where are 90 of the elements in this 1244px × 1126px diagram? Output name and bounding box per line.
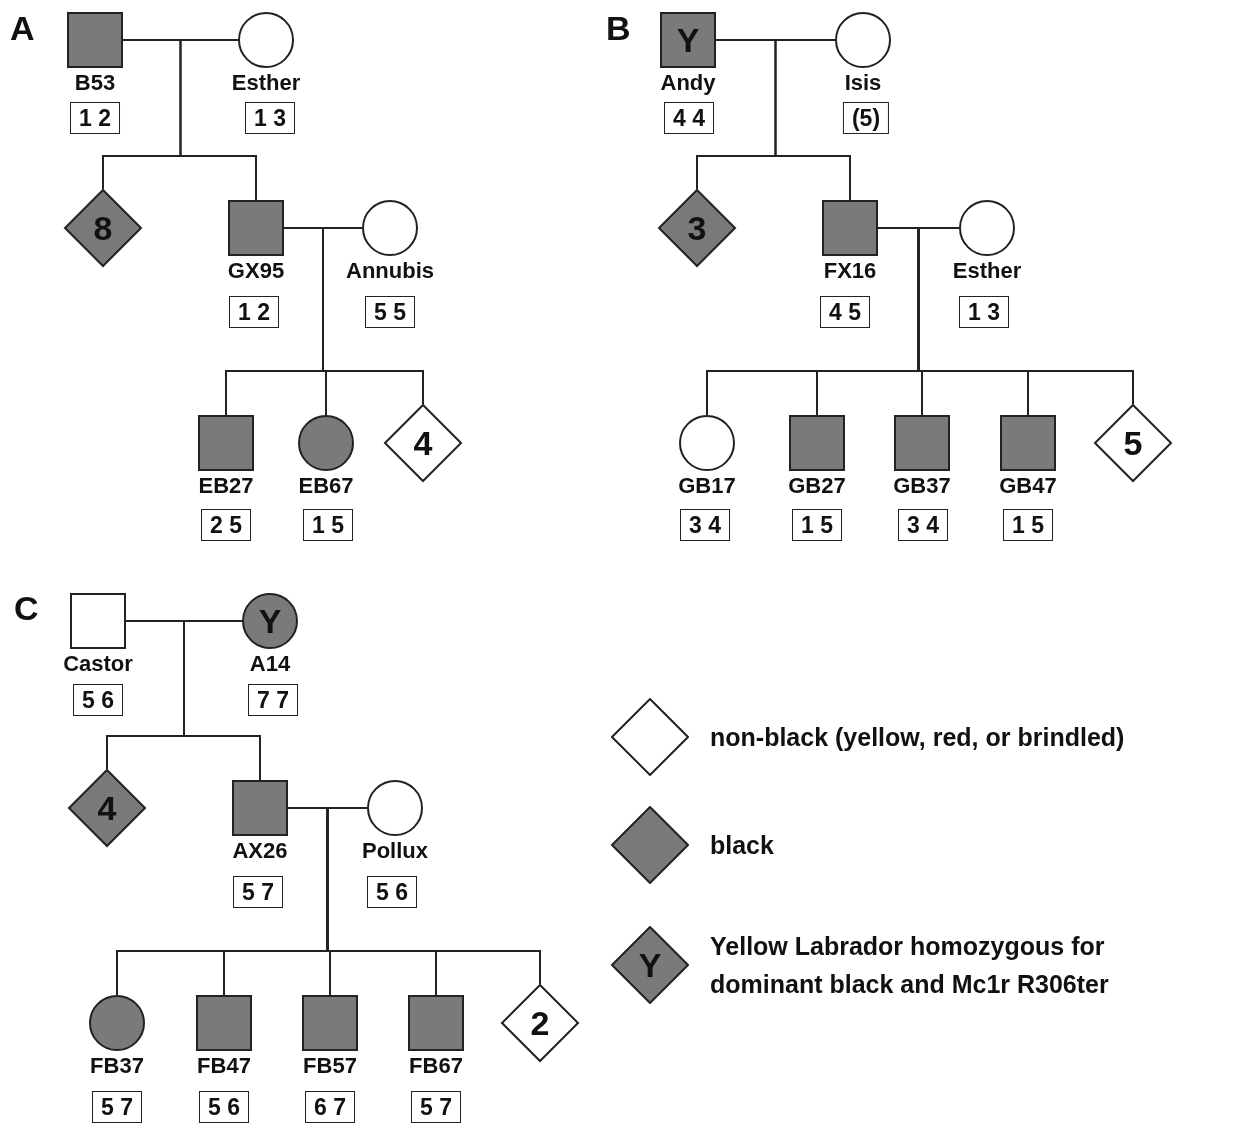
dog-name: GB37 <box>893 473 951 499</box>
dog-name: GB27 <box>788 473 846 499</box>
dog-name: EB27 <box>198 473 254 499</box>
genotype-box: 1 5 <box>1003 509 1053 541</box>
dog-name: A14 <box>249 651 291 677</box>
dog-name: GX95 <box>227 258 285 284</box>
panel-letter: C <box>14 590 39 626</box>
diamond-symbol <box>384 404 462 482</box>
female-circle-symbol <box>362 200 418 256</box>
dog-name: GB17 <box>678 473 736 499</box>
dog-name: Andy <box>660 70 716 96</box>
pedigree-line <box>122 39 257 201</box>
symbol-label: 2 <box>530 1006 550 1040</box>
female-circle-symbol <box>242 593 298 649</box>
dog-name: FX16 <box>823 258 877 284</box>
pedigree-line <box>125 620 261 781</box>
genotype-box: 1 3 <box>245 102 295 134</box>
dog-name: GB47 <box>999 473 1057 499</box>
dog-name: FB67 <box>409 1053 463 1079</box>
legend-text: Yellow Labrador homozygous for dominant black and Mc1r R306ter <box>710 931 1110 1000</box>
genotype-box: 3 4 <box>898 509 948 541</box>
symbol-label: 8 <box>93 211 113 245</box>
genotype-box: 1 3 <box>959 296 1009 328</box>
legend-text: black <box>710 830 775 861</box>
genotype-box: 1 5 <box>792 509 842 541</box>
panel-letter: A <box>10 10 35 46</box>
male-square-symbol <box>70 593 126 649</box>
symbol-label: 4 <box>97 791 117 825</box>
symbol-label: Y <box>638 948 662 982</box>
dog-name: B53 <box>74 70 116 96</box>
dog-name: Castor <box>63 651 133 677</box>
genotype-box: 5 7 <box>411 1091 461 1123</box>
genotype-box: 3 4 <box>680 509 730 541</box>
symbol-label: 3 <box>687 211 707 245</box>
male-square-symbol <box>302 995 358 1051</box>
panel-letter: B <box>606 10 631 46</box>
genotype-box: 6 7 <box>305 1091 355 1123</box>
dog-name: FB57 <box>303 1053 357 1079</box>
female-circle-symbol <box>959 200 1015 256</box>
dog-name: Esther <box>952 258 1022 284</box>
genotype-box: 1 2 <box>70 102 120 134</box>
female-circle-symbol <box>679 415 735 471</box>
diamond-symbol <box>1094 404 1172 482</box>
legend-text: non-black (yellow, red, or brindled) <box>710 722 1126 753</box>
dog-name: FB47 <box>197 1053 251 1079</box>
symbol-label: 4 <box>413 426 433 460</box>
female-circle-symbol <box>89 995 145 1051</box>
pedigree-line <box>715 39 851 201</box>
dog-name: AX26 <box>232 838 288 864</box>
male-square-symbol <box>67 12 123 68</box>
diamond-symbol <box>501 984 579 1062</box>
dog-name: Annubis <box>346 258 434 284</box>
male-square-symbol <box>408 995 464 1051</box>
genotype-box: 7 7 <box>248 684 298 716</box>
diamond-symbol <box>64 189 142 267</box>
genotype-box: 1 5 <box>303 509 353 541</box>
genotype-box: 5 6 <box>367 876 417 908</box>
male-square-symbol <box>660 12 716 68</box>
genotype-box: 2 5 <box>201 509 251 541</box>
symbol-label: Y <box>676 23 700 57</box>
genotype-box: 4 5 <box>820 296 870 328</box>
dog-name: FB37 <box>90 1053 144 1079</box>
genotype-box: 5 6 <box>199 1091 249 1123</box>
dog-name: EB67 <box>298 473 354 499</box>
female-circle-symbol <box>835 12 891 68</box>
genotype-box: (5) <box>842 102 890 134</box>
male-square-symbol <box>1000 415 1056 471</box>
dog-name: Isis <box>844 70 882 96</box>
male-square-symbol <box>196 995 252 1051</box>
genotype-box: 5 6 <box>73 684 123 716</box>
dog-name: Esther <box>231 70 301 96</box>
female-circle-symbol <box>238 12 294 68</box>
diamond-symbol <box>68 769 146 847</box>
genotype-box: 5 5 <box>365 296 415 328</box>
genotype-box: 5 7 <box>92 1091 142 1123</box>
female-circle-symbol <box>367 780 423 836</box>
genotype-box: 1 2 <box>229 296 279 328</box>
diamond-symbol <box>658 189 736 267</box>
male-square-symbol <box>894 415 950 471</box>
male-square-symbol <box>228 200 284 256</box>
female-circle-symbol <box>298 415 354 471</box>
male-square-symbol <box>198 415 254 471</box>
dog-name: Pollux <box>362 838 428 864</box>
male-square-symbol <box>789 415 845 471</box>
genotype-box: 5 7 <box>233 876 283 908</box>
male-square-symbol <box>232 780 288 836</box>
symbol-label: Y <box>258 604 282 638</box>
genotype-box: 4 4 <box>664 102 714 134</box>
symbol-label: 5 <box>1123 426 1143 460</box>
male-square-symbol <box>822 200 878 256</box>
